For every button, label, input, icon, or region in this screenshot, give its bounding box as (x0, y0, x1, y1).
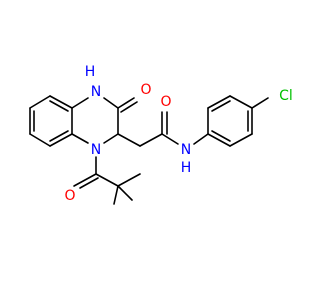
atom-o-ring: O (140, 82, 151, 98)
bond (139, 133, 163, 147)
bond-double (120, 101, 138, 113)
bond-double (79, 177, 99, 189)
atom-h-amide: H (181, 160, 192, 176)
bond-double-inner (49, 130, 69, 142)
molecule-structure: H N O N O N H O Cl (29, 64, 293, 205)
bond (49, 95, 73, 109)
bond (113, 185, 119, 205)
bond-double-inner (211, 130, 231, 142)
atom-cl: Cl (279, 88, 293, 104)
bond-double-inner (211, 100, 231, 112)
bond (229, 133, 253, 147)
bond (229, 95, 253, 109)
bond (103, 97, 119, 109)
bond (103, 133, 119, 144)
bond (193, 133, 209, 145)
bond (251, 97, 269, 109)
bond (71, 133, 89, 144)
bond (49, 133, 73, 147)
bonds (29, 95, 269, 205)
bond (207, 133, 231, 147)
bond (29, 95, 51, 109)
atom-h-ring: H (85, 64, 96, 80)
bond (161, 133, 179, 145)
bond (95, 173, 119, 187)
bond (117, 185, 133, 201)
atom-o-pivaloyl: O (64, 188, 75, 204)
bond-double-inner (49, 100, 69, 112)
atom-labels: H N O N O N H O Cl (64, 64, 292, 204)
bond (29, 133, 51, 147)
bond (207, 95, 231, 109)
bond (117, 133, 141, 147)
bond (117, 173, 141, 187)
atom-n-ring-bottom: N (91, 142, 101, 158)
bond (71, 97, 89, 109)
bond (73, 173, 97, 187)
atom-o-amide: O (160, 94, 171, 110)
bond (117, 97, 135, 109)
atom-n-ring-top: N (91, 84, 101, 100)
atom-n-amide: N (181, 142, 191, 158)
